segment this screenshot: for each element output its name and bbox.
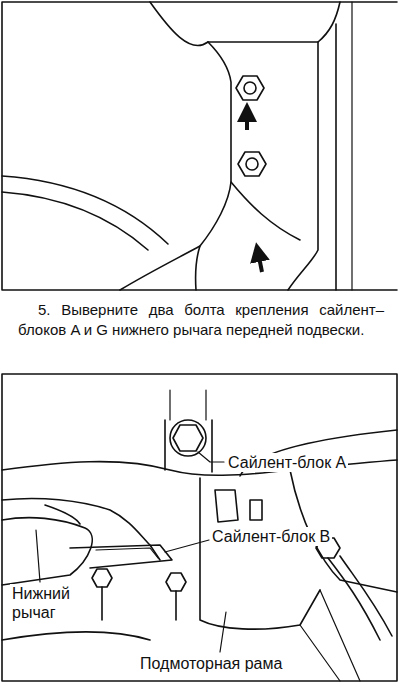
hub-arc xyxy=(150,2,208,46)
bushing-a xyxy=(165,420,212,472)
bushing-b xyxy=(96,548,158,558)
bolt-head xyxy=(244,82,256,94)
strut-bracket xyxy=(208,2,340,42)
leader-line xyxy=(165,540,209,552)
part-label: Подмоторная рама xyxy=(138,654,284,673)
hub-arc xyxy=(2,192,148,250)
bushing-b xyxy=(70,545,172,568)
lower-arm xyxy=(2,518,92,585)
subframe xyxy=(250,500,262,520)
instruction-text: 5. Выверните два болта крепления сайлент… xyxy=(18,300,384,340)
rod xyxy=(300,590,360,681)
bolt-head xyxy=(238,152,266,176)
part-label: Нижний рычаг xyxy=(10,584,94,622)
bolt-head xyxy=(166,573,186,591)
pointer-arrow xyxy=(245,112,249,130)
leader-line xyxy=(220,612,226,652)
strut-bracket xyxy=(288,42,318,290)
bolt-head xyxy=(236,76,264,100)
washer xyxy=(170,420,206,456)
bolt-head xyxy=(92,569,112,587)
bolt-shank xyxy=(102,587,176,620)
strut-bracket xyxy=(231,182,300,240)
lower-arm xyxy=(2,498,160,560)
part-label: Сайлент-блок B xyxy=(210,527,332,546)
leader-line xyxy=(198,452,224,462)
part-label: Сайлент-блок A xyxy=(226,453,348,472)
bushing-a xyxy=(170,390,206,420)
leader-line xyxy=(36,530,40,582)
subframe xyxy=(215,490,238,522)
subframe xyxy=(2,632,150,640)
strut-bracket xyxy=(196,42,231,290)
frame xyxy=(2,2,397,290)
rod xyxy=(328,556,392,640)
strut-bracket xyxy=(335,24,337,290)
lower-arm xyxy=(45,505,80,524)
strut-body xyxy=(351,2,352,290)
bolt-head xyxy=(173,425,203,451)
bolt-head xyxy=(246,158,258,170)
frame xyxy=(2,374,397,681)
hub-arc xyxy=(120,246,200,290)
subframe xyxy=(200,478,320,629)
pointer-arrow xyxy=(258,252,262,272)
